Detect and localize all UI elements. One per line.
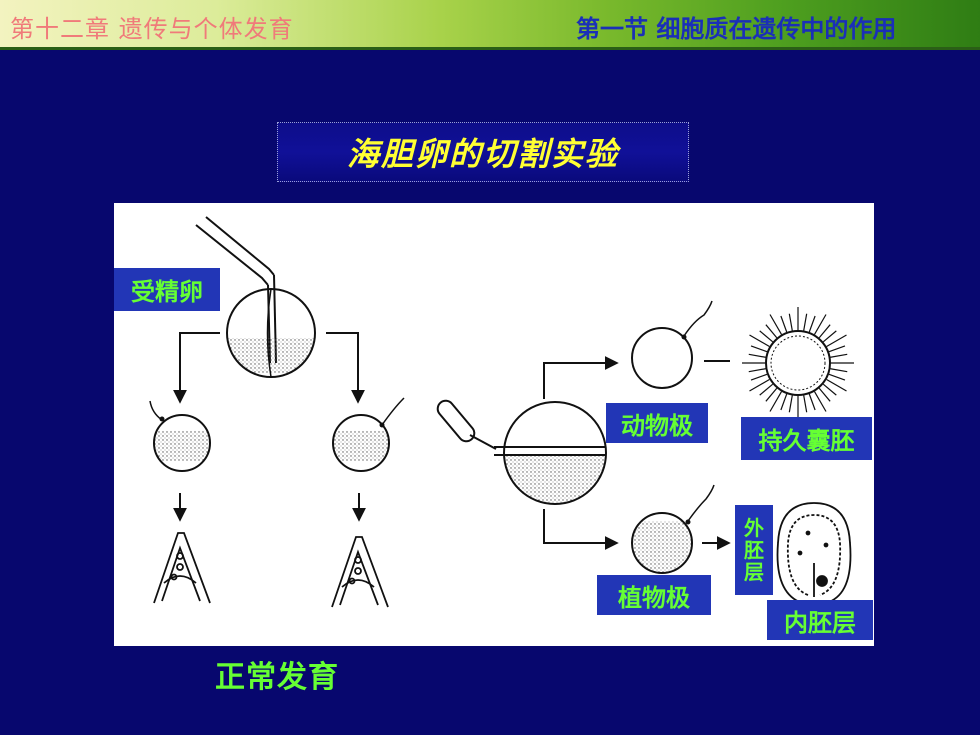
- animal-pole-egg: [631, 300, 713, 389]
- cilium: [788, 395, 793, 413]
- section-title: 第一节 细胞质在遗传中的作用: [576, 15, 897, 43]
- cilium: [813, 314, 827, 335]
- cilium: [813, 391, 827, 412]
- cilium: [750, 373, 768, 381]
- cilium: [748, 353, 766, 358]
- left-half-egg: [149, 400, 211, 472]
- cilium: [830, 353, 848, 358]
- persistent-blastula: [742, 307, 854, 419]
- header-bar: 第十二章 遗传与个体发育 第一节 细胞质在遗传中的作用: [0, 0, 980, 50]
- cilium: [749, 334, 770, 348]
- cilium: [780, 393, 788, 411]
- right-half-egg: [332, 397, 405, 472]
- cilium: [765, 324, 778, 339]
- cilium: [788, 313, 793, 331]
- normal-development-caption: 正常发育: [215, 660, 339, 695]
- cilium: [826, 334, 847, 348]
- cilium: [828, 345, 846, 353]
- gastrula: [776, 502, 852, 604]
- cilium: [749, 378, 770, 392]
- slide-title-box: 海胆卵的切割实验: [277, 122, 689, 182]
- cilium: [808, 315, 816, 333]
- cilium: [803, 313, 808, 331]
- label-animal-pole: 动物极: [606, 403, 708, 443]
- right-pluteus-larva: [331, 536, 389, 608]
- slide-title: 海胆卵的切割实验: [346, 135, 619, 173]
- label-vegetal-pole: 植物极: [597, 575, 711, 615]
- arrow-to-vegetal: [543, 509, 619, 550]
- left-pluteus-larva: [153, 532, 211, 604]
- arrow-to-animal: [543, 356, 619, 399]
- cilium: [769, 391, 783, 412]
- experiment-diagram: [149, 216, 854, 608]
- cilium: [759, 383, 774, 396]
- cilium: [750, 345, 768, 353]
- cilium: [759, 330, 774, 343]
- arrow-left-down: [173, 332, 220, 404]
- label-persistent-blastula: 持久囊胚: [741, 417, 872, 460]
- label-fertilized-egg: 受精卵: [114, 268, 220, 311]
- arrow-right-down: [326, 332, 365, 404]
- vegetal-pole-egg: [631, 484, 715, 574]
- cilium: [822, 383, 837, 396]
- cilium: [765, 387, 778, 402]
- cilium: [748, 368, 766, 373]
- cilium: [828, 373, 846, 381]
- fertilized-egg: [226, 288, 316, 378]
- cilium: [818, 324, 831, 339]
- cilium: [808, 393, 816, 411]
- chapter-title: 第十二章 遗传与个体发育: [10, 15, 294, 43]
- cilium: [818, 387, 831, 402]
- label-endoderm: 内胚层: [767, 600, 873, 640]
- cilium: [826, 378, 847, 392]
- cilium: [830, 368, 848, 373]
- cut-egg: [436, 399, 607, 505]
- label-ectoderm: 外胚层: [735, 505, 773, 595]
- cilium: [803, 395, 808, 413]
- cilium: [822, 330, 837, 343]
- cilium: [769, 314, 783, 335]
- cilium: [780, 315, 788, 333]
